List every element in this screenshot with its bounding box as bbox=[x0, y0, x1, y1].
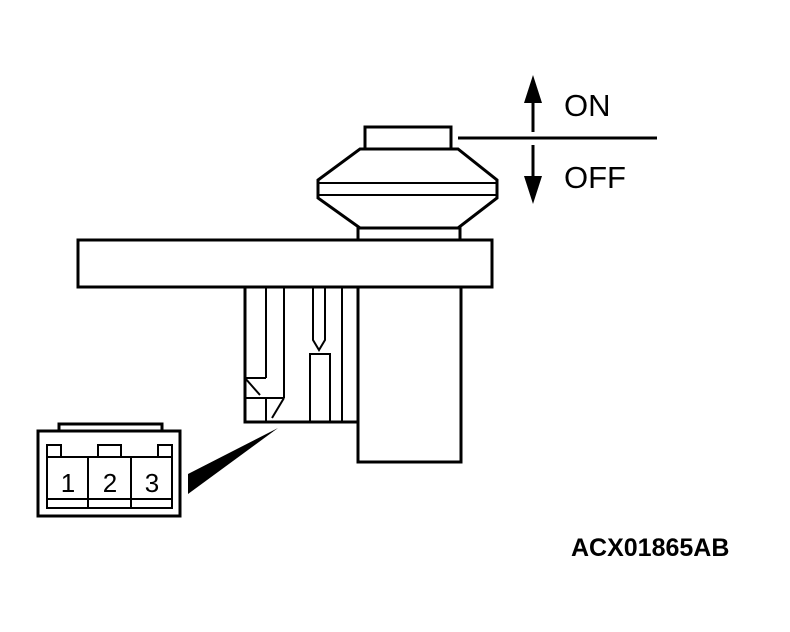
off-label: OFF bbox=[564, 160, 626, 195]
down-arrow-icon bbox=[524, 145, 542, 204]
connector-face: 1 2 3 bbox=[36, 422, 182, 518]
pin-1-label: 1 bbox=[61, 468, 75, 498]
connector-pointer bbox=[188, 428, 278, 494]
up-arrow-icon bbox=[524, 75, 542, 132]
travel-indicator bbox=[458, 75, 657, 204]
mounting-plate bbox=[76, 238, 494, 289]
on-label: ON bbox=[564, 88, 611, 123]
pin-2-label: 2 bbox=[103, 468, 117, 498]
switch-plunger bbox=[316, 125, 499, 242]
pin-3-label: 3 bbox=[145, 468, 159, 498]
figure-code: ACX01865AB bbox=[571, 534, 729, 562]
switch-body bbox=[243, 285, 463, 464]
